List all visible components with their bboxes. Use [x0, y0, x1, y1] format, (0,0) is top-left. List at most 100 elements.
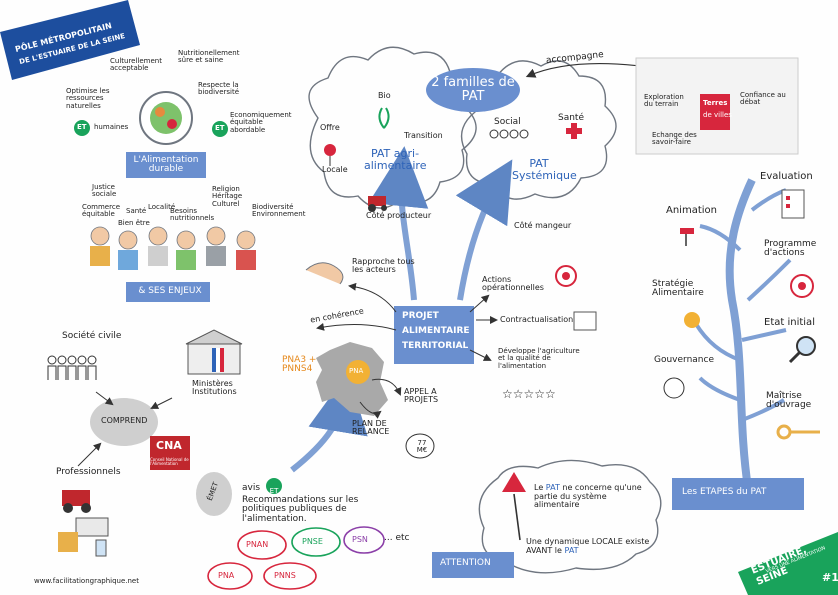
money-bag-icon	[405, 433, 435, 459]
recom: Recommandations sur les politiques publi…	[242, 495, 359, 524]
food-humaines: humaines	[94, 123, 129, 131]
cote-mangeur: Côté mangeur	[514, 221, 572, 230]
appel: APPEL A PROJETS	[404, 387, 439, 405]
ministry-building-icon	[185, 329, 243, 375]
social: Social	[494, 117, 521, 127]
corner-banner-shape	[0, 0, 140, 80]
societe: Société civile	[62, 331, 122, 341]
locale: Locale	[322, 165, 348, 174]
step-etat: Etat initial	[764, 317, 815, 328]
arrow-to-agri	[368, 146, 429, 301]
offre: Offre	[320, 123, 340, 132]
credit: www.facilitationgraphique.net	[34, 577, 139, 585]
food-et1: ET	[77, 123, 87, 131]
sys-title: PAT Systémique	[512, 157, 577, 182]
sante: Santé	[558, 113, 584, 123]
steps-banner	[672, 478, 804, 510]
food-et2: ET	[215, 124, 225, 132]
actions: Actions opérationnelles	[482, 275, 544, 293]
bio: Bio	[378, 91, 391, 100]
food-respecte: Respecte la biodiversité	[198, 81, 240, 97]
enjeu-3: Bien être	[118, 219, 150, 227]
people-illustration	[90, 226, 256, 250]
attention-line1-pat: PAT	[545, 483, 560, 493]
cna: CNA	[156, 439, 182, 452]
enjeux-label: & SES ENJEUX	[138, 286, 202, 296]
step-programme: Programme d'actions	[764, 239, 817, 259]
checklist-icon	[781, 189, 805, 219]
spark-icon	[684, 312, 700, 328]
enjeu-7: Biodiversité Environnement	[252, 203, 306, 219]
food-eco: Economiquement équitable abordable	[230, 111, 292, 134]
people-group-icon	[489, 129, 529, 139]
location-pin-icon	[324, 144, 336, 166]
program-target-icon	[790, 274, 814, 298]
steps-banner-text: Les ETAPES du PAT	[682, 487, 767, 497]
cna-logo-bg	[150, 436, 190, 470]
arrow-from-cna	[290, 372, 368, 473]
food-optimise: Optimise les ressources naturelles	[66, 87, 110, 110]
step-animation: Animation	[666, 205, 717, 216]
attention-line2-text: Une dynamique LOCALE existe AVANT le	[526, 537, 650, 555]
compass-icon	[663, 377, 685, 399]
et-badge-text: ET	[269, 487, 279, 495]
lab-confiance: Confiance au débat	[740, 91, 786, 107]
etc: ... etc	[384, 533, 410, 543]
footer-num: #1	[822, 571, 838, 584]
attention-line1-a: Le	[534, 483, 546, 493]
step-evaluation: Evaluation	[760, 171, 813, 182]
attention-line2-pat: PAT	[564, 545, 579, 555]
center-line3: TERRITORIAL	[402, 341, 469, 351]
lab-terres2: de villes	[703, 111, 732, 119]
key-icon	[776, 424, 820, 440]
cloud-left	[308, 46, 477, 209]
handshake-icon	[305, 262, 344, 285]
food-cult: Culturellement acceptable	[110, 57, 162, 73]
pnaa: PNA3 + PNNS4	[282, 355, 317, 375]
comprend-oval	[90, 398, 158, 446]
stars: ☆☆☆☆☆	[502, 387, 556, 401]
attention-line1: Le PAT ne concerne qu'une partie du syst…	[534, 476, 644, 510]
circle-0: PNAN	[246, 540, 269, 549]
attention-line1-b: ne concerne qu'une partie du système ali…	[534, 483, 642, 510]
lab-expl: Exploration du terrain	[644, 93, 684, 109]
ministeres: Ministères Institutions	[192, 379, 237, 397]
projet-box	[394, 306, 474, 364]
families-text: 2 familles de PAT	[431, 75, 515, 105]
contract: Contractualisation	[500, 315, 574, 324]
steps-trunk	[725, 178, 756, 489]
enjeu-4: Localité	[148, 203, 176, 211]
sprout-icon	[378, 107, 390, 129]
attention-label-shape	[432, 552, 514, 578]
enjeu-2: Santé	[126, 207, 147, 215]
rapproche: Rapproche tous les acteurs	[352, 257, 415, 275]
food-nutri: Nutritionellement sûre et saine	[178, 49, 240, 65]
circle-4: PNNS	[274, 571, 296, 580]
society-people-icon	[47, 355, 97, 380]
enjeu-0: Justice sociale	[92, 183, 117, 199]
pna-circle-label: PNA	[349, 367, 364, 375]
circle-2: PSN	[352, 535, 368, 544]
enjeu-6: Religion Héritage Culturel	[212, 185, 243, 208]
center-line1: PROJET	[402, 311, 439, 321]
tractor-icon	[368, 196, 387, 212]
attention-line2: Une dynamique LOCALE existe AVANT le PAT	[526, 530, 654, 555]
contract-scroll-icon	[573, 311, 597, 331]
circle-3: PNA	[218, 571, 235, 580]
developpe: Développe l'agriculture et la qualité de…	[498, 347, 580, 370]
lab-terres1: Terres	[703, 99, 728, 107]
enjeu-5: Besoins nutritionnels	[170, 207, 215, 223]
emet-oval	[196, 472, 232, 516]
footer-banner-shape	[738, 532, 838, 595]
enjeux-box	[126, 282, 210, 302]
enjeu-1: Commerce équitable	[82, 203, 120, 219]
transition: Transition	[404, 131, 443, 140]
pros: Professionnels	[56, 467, 121, 477]
comprend: COMPREND	[101, 416, 148, 425]
target-icon	[555, 265, 577, 287]
red-cross-icon	[566, 123, 582, 139]
food-title-box	[126, 152, 206, 178]
professionals-illustration	[58, 490, 109, 557]
